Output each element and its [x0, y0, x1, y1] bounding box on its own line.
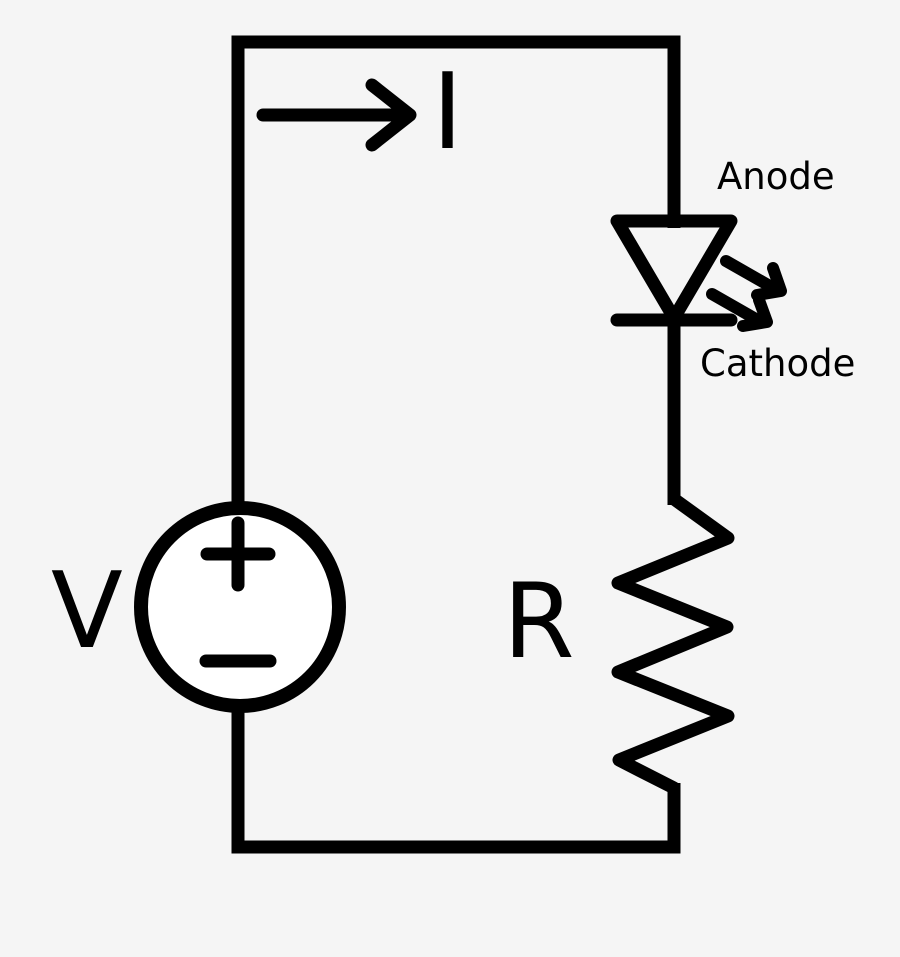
led-triangle: [610, 214, 738, 325]
voltage-source-symbol: V: [51, 501, 346, 713]
resistor-symbol: R: [503, 492, 735, 795]
anode-label: Anode: [717, 155, 835, 198]
resistor-label: R: [503, 562, 575, 682]
current-arrow-head: [365, 78, 417, 152]
circuit-wires: [231, 35, 681, 854]
emission-arrow-2-head: [737, 294, 773, 332]
emission-arrow-1-head: [751, 262, 787, 301]
current-label: I: [432, 51, 463, 173]
wire-top-left: [231, 35, 681, 505]
wire-bottom-left: [231, 706, 681, 854]
emission-arrow-1-shaft: [720, 255, 774, 291]
right-arrow-icon: [256, 78, 417, 152]
plus-icon: [200, 516, 276, 592]
resistor-zigzag: [611, 492, 735, 795]
current-indicator: I: [256, 51, 463, 173]
voltage-label: V: [51, 550, 123, 672]
emission-arrow-2-shaft: [706, 288, 760, 324]
voltage-source-circle: [134, 501, 346, 713]
led-symbol: Anode Cathode: [610, 155, 855, 385]
cathode-label: Cathode: [700, 342, 855, 385]
light-emission-arrows-icon: [706, 255, 787, 332]
